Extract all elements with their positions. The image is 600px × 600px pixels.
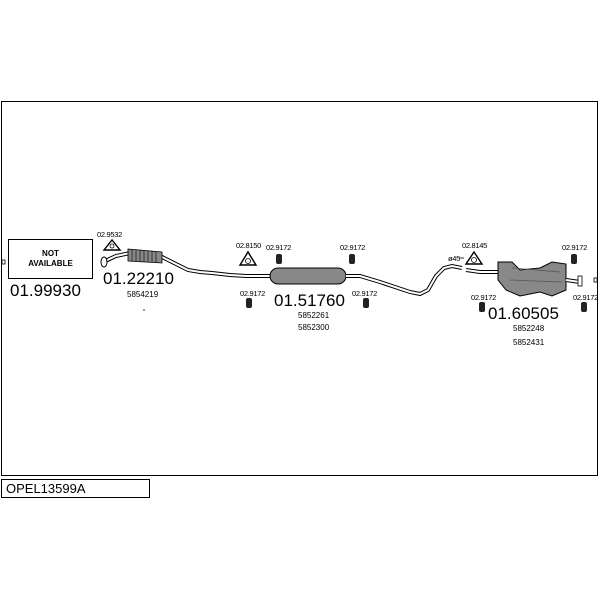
edge-marker-right [593, 277, 598, 283]
middle-pipe[interactable] [246, 263, 463, 297]
diameter-label: ø45 [448, 254, 461, 263]
oem-number-4b: 5852431 [513, 338, 545, 347]
mount-label-4[interactable]: 02.9172 [352, 289, 378, 298]
rear-pipe[interactable] [465, 261, 583, 297]
clamp-label-2[interactable]: 02.8145 [462, 241, 488, 250]
clamp-label-1[interactable]: 02.8150 [236, 241, 262, 250]
diagram-frame [1, 101, 598, 476]
edge-marker-left [1, 259, 6, 265]
not-available-line1: NOT [42, 249, 59, 258]
front-pipe[interactable] [100, 248, 247, 278]
rubber-mount-icon[interactable] [479, 302, 485, 312]
rubber-mount-icon[interactable] [349, 254, 355, 264]
rubber-mount-icon[interactable] [276, 254, 282, 264]
middle-silencer[interactable] [269, 267, 347, 285]
oem-number-2: 5854219 [127, 290, 159, 299]
not-available-box: NOT AVAILABLE [8, 239, 93, 279]
mount-label-3[interactable]: 02.9172 [240, 289, 266, 298]
clamp-icon[interactable] [238, 250, 258, 266]
oem-number-3b: 5852300 [298, 323, 330, 332]
part-number-3[interactable]: 01.51760 [274, 291, 345, 310]
rubber-mount-icon[interactable] [581, 302, 587, 312]
mount-label-5[interactable]: 02.9172 [562, 243, 588, 252]
part-number-4[interactable]: 01.60505 [488, 304, 559, 323]
diagram-code: OPEL13599A [1, 479, 150, 498]
mount-label-7[interactable]: 02.9172 [573, 293, 599, 302]
rear-silencer[interactable] [497, 261, 567, 297]
part-number-2[interactable]: 01.22210 [103, 269, 174, 288]
mount-label-1[interactable]: 02.9172 [266, 243, 292, 252]
oem-number-4a: 5852248 [513, 324, 545, 333]
rubber-mount-icon[interactable] [363, 298, 369, 308]
rubber-mount-icon[interactable] [571, 254, 577, 264]
mount-label-6[interactable]: 02.9172 [471, 293, 497, 302]
gasket-label[interactable]: 02.9532 [97, 230, 123, 239]
part-number-1[interactable]: 01.99930 [10, 281, 81, 300]
oem-number-3a: 5852261 [298, 311, 330, 320]
rubber-mount-icon[interactable] [246, 298, 252, 308]
gasket-icon[interactable] [102, 238, 122, 251]
clamp-icon[interactable] [464, 250, 484, 265]
mount-label-2[interactable]: 02.9172 [340, 243, 366, 252]
not-available-line2: AVAILABLE [28, 259, 73, 268]
